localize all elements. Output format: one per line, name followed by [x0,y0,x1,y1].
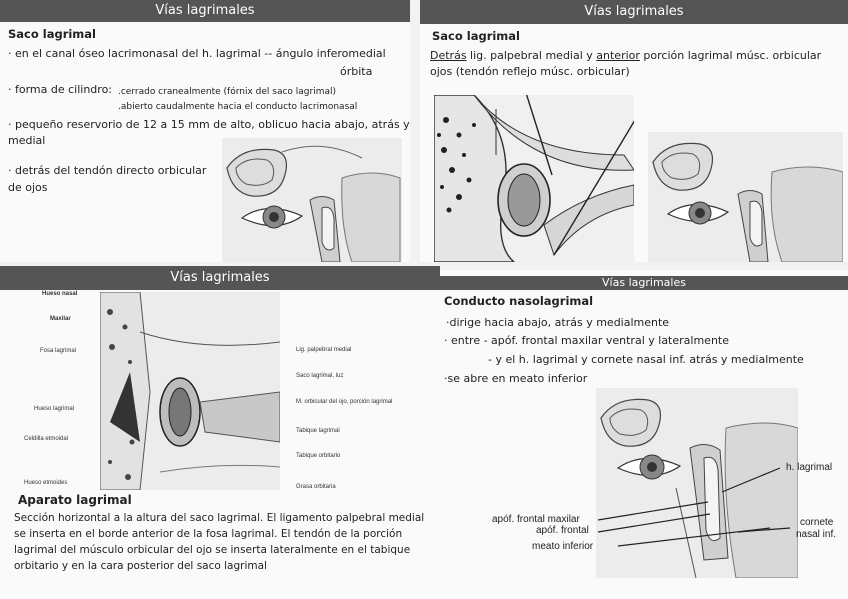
label-meato-inferior: meato inferior [532,541,593,552]
slide-3-title: Vías lagrimales [0,266,440,290]
slide-1-bullet-2: · forma de cilindro: [8,82,112,97]
slide-1-bullet-4: · detrás del tendón directo orbicular [8,163,206,178]
label-grasa-orbitaria: Grasa orbitaria [296,484,336,490]
slide-1-bullet-3b: medial [8,133,45,148]
slide-4: Vías lagrimales Conducto nasolagrimal ·d… [440,270,848,599]
slide-2-word-anterior: anterior [596,49,640,62]
slide-1-bullet-3: · pequeño reservorio de 12 a 15 mm de al… [8,117,410,132]
label-hueso-lagrimal: Hueso lagrimal [34,406,74,412]
label-maxilar: Maxilar [50,316,71,322]
slide-1-bullet-2a: .cerrado cranealmente (fórnix del saco l… [118,85,336,100]
label-m-orbicular: M. orbicular del ojo, porción lagrimal [296,399,392,405]
cross-section-illustration [434,95,634,262]
label-nasal-inf: nasal inf. [796,529,836,540]
label-apof-frontal: apóf. frontal [536,525,589,536]
label-cornete: cornete [800,517,833,528]
label-fosa-lagrimal: Fosa lagrimal [40,348,76,354]
eye-illustration-1 [222,138,402,262]
label-hueso-nasal: Hueso nasal [42,291,77,297]
label-apof-frontal-maxilar: apóf. frontal maxilar [492,514,580,525]
slide-2-line-1: Detrás lig. palpebral medial y anterior … [430,48,821,63]
slide-1-title: Vías lagrimales [0,0,410,22]
label-tabique-lagrimal: Tabique lagrimal [296,428,340,434]
label-saco-lagrimal: Saco lagrimal, luz [296,373,343,379]
pointer-lines [440,270,848,599]
slide-2-text-a: lig. palpebral medial y [467,49,597,62]
slide-1-bullet-2b: .abierto caudalmente hacia el conducto l… [118,100,357,115]
horizontal-section-illustration [100,292,280,490]
slide-2-line-2: ojos (tendón reflejo músc. orbicular) [430,64,630,79]
label-celdilla-etmoidal: Celdilla etmoidal [24,436,68,442]
slide-1-heading: Saco lagrimal [8,27,96,42]
slide-1-bullet-1: · en el canal óseo lacrimonasal del h. l… [8,46,386,61]
slide-2-word-detras: Detrás [430,49,467,62]
slide-3: Vías lagrimales Hueso nasal Maxilar Fosa… [0,266,440,599]
slide-2-title: Vías lagrimales [420,0,848,24]
slide-2-heading: Saco lagrimal [432,29,520,44]
slide-3-heading: Aparato lagrimal [18,493,132,508]
eye-illustration-2 [648,132,843,262]
slide-3-paragraph: Sección horizontal a la altura del saco … [14,510,434,574]
label-h-lagrimal: h. lagrimal [786,462,832,473]
slide-1: Vías lagrimales Saco lagrimal · en el ca… [0,0,410,262]
slide-1-bullet-4b: de ojos [8,180,48,195]
label-hueso-etmoides: Hueso etmoides [24,480,67,486]
slide-2: Vías lagrimales Saco lagrimal Detrás lig… [420,0,848,262]
label-lig-palpebral: Lig. palpebral medial [296,347,351,353]
slide-2-text-b: porción lagrimal músc. orbicular [640,49,821,62]
slide-1-bullet-1b: órbita [340,64,372,79]
label-tabique-orbitario: Tabique orbitario [296,453,340,459]
